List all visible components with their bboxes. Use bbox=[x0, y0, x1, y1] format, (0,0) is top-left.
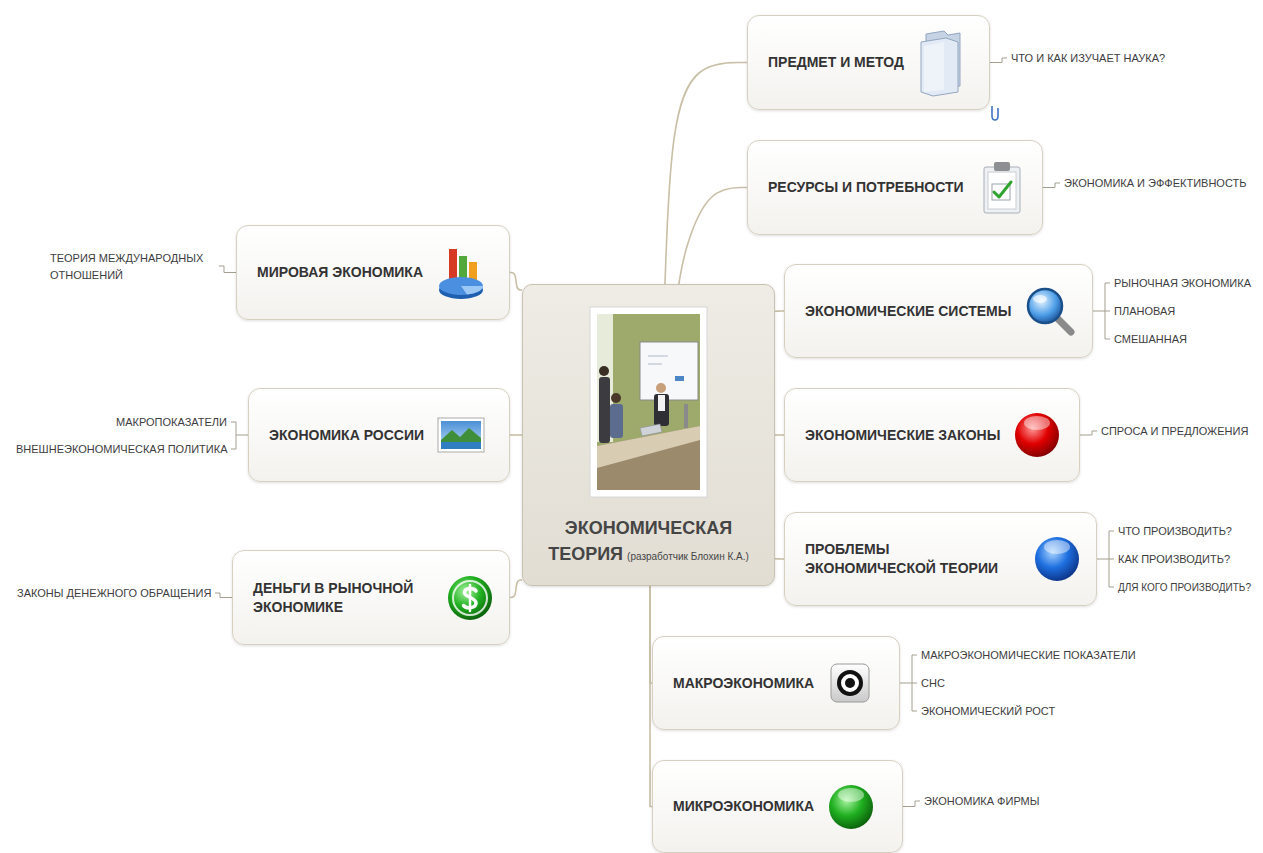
landscape-picture-icon bbox=[438, 418, 484, 452]
dollar-coin-icon bbox=[448, 576, 492, 620]
subtopic-label: МАКРОЭКОНОМИЧЕСКИЕ ПОКАЗАТЕЛИ bbox=[921, 647, 1136, 664]
topic-label: ЭКОНОМИЧЕСКИЕ СИСТЕМЫ bbox=[805, 302, 1011, 321]
subtopic-label: ДЛЯ КОГО ПРОИЗВОДИТЬ? bbox=[1118, 580, 1251, 595]
branch-connector bbox=[775, 558, 784, 560]
topic-label: МАКРОЭКОНОМИКА bbox=[673, 674, 814, 693]
subtopic-label: СПРОСА И ПРЕДЛОЖЕНИЯ bbox=[1101, 423, 1248, 440]
subtopic-label: ЗАКОНЫ ДЕНЕЖНОГО ОБРАЩЕНИЯ bbox=[17, 585, 211, 602]
branch-connector bbox=[665, 63, 747, 285]
leader-line bbox=[1043, 183, 1060, 188]
leader-line bbox=[1093, 283, 1110, 339]
subtopic-label: ЧТО ПРОИЗВОДИТЬ? bbox=[1118, 523, 1232, 540]
green-sphere-icon bbox=[829, 785, 873, 829]
leader-line bbox=[1080, 431, 1097, 435]
leader-line bbox=[219, 266, 236, 273]
leader-lines bbox=[215, 58, 1114, 807]
subtopic-label: СМЕШАННАЯ bbox=[1114, 331, 1187, 348]
topic-label: ПРЕДМЕТ И МЕТОД bbox=[768, 53, 904, 72]
leader-line bbox=[231, 422, 248, 449]
topic-label: МИРОВАЯ ЭКОНОМИКА bbox=[257, 263, 423, 282]
red-sphere-icon bbox=[1015, 413, 1059, 457]
leader-line bbox=[990, 58, 1007, 63]
clipboard-icon bbox=[984, 162, 1020, 213]
author-note: (разработчик Блохин К.А.) bbox=[627, 551, 749, 562]
folder-icon bbox=[921, 31, 998, 120]
topic-label: ДЕНЬГИ В РЫНОЧНОЙ ЭКОНОМИКЕ bbox=[253, 579, 433, 617]
topic-label: РЕСУРСЫ И ПОТРЕБНОСТИ bbox=[768, 178, 964, 197]
subtopic-label: ВНЕШНЕЭКОНОМИЧЕСКАЯ ПОЛИТИКА bbox=[16, 441, 228, 458]
branch-connector bbox=[679, 188, 747, 285]
subtopic-label: ЭКОНОМИЧЕСКИЙ РОСТ bbox=[921, 703, 1055, 720]
leader-line bbox=[1097, 531, 1114, 587]
topic-label: ПРОБЛЕМЫ ЭКОНОМИЧЕСКОЙ ТЕОРИИ bbox=[805, 540, 1020, 578]
branch-connector bbox=[775, 310, 784, 312]
topic-label: ЭКОНОМИЧЕСКИЕ ЗАКОНЫ bbox=[805, 426, 1000, 445]
topic-label: МИКРОЭКОНОМИКА bbox=[673, 797, 814, 816]
subtopic-label: ТЕОРИЯ МЕЖДУНАРОДНЫХ ОТНОШЕНИЙ bbox=[50, 250, 215, 283]
topic-box: МИРОВАЯ ЭКОНОМИКА bbox=[236, 225, 510, 320]
leader-line bbox=[215, 593, 232, 598]
branch-connector bbox=[775, 434, 784, 436]
topic-label: ЭКОНОМИКА РОССИИ bbox=[269, 426, 424, 445]
leader-line bbox=[900, 655, 917, 711]
target-button-icon bbox=[831, 664, 869, 702]
subtopic-label: ЧТО И КАК ИЗУЧАЕТ НАУКА? bbox=[1011, 50, 1165, 67]
blue-sphere-icon bbox=[1035, 537, 1079, 581]
central-title: ЭКОНОМИЧЕСКАЯ ТЕОРИЯ(разработчик Блохин … bbox=[523, 515, 774, 567]
subtopic-label: КАК ПРОИЗВОДИТЬ? bbox=[1118, 551, 1230, 568]
subtopic-label: ПЛАНОВАЯ bbox=[1114, 303, 1175, 320]
central-photo bbox=[590, 307, 707, 497]
subtopic-label: ЭКОНОМИКА ФИРМЫ bbox=[924, 793, 1040, 810]
subtopic-label: РЫНОЧНАЯ ЭКОНОМИКА bbox=[1114, 275, 1251, 292]
magnifier-icon bbox=[1028, 289, 1071, 332]
chart-icon bbox=[439, 249, 483, 299]
branch-connector bbox=[510, 273, 522, 291]
subtopic-label: СНС bbox=[921, 675, 945, 692]
subtopic-label: ЭКОНОМИКА И ЭФФЕКТИВНОСТЬ bbox=[1064, 175, 1246, 192]
branch-connector bbox=[510, 434, 522, 436]
branch-connector bbox=[510, 580, 522, 598]
leader-line bbox=[903, 801, 920, 807]
subtopic-label: МАКРОПОКАЗАТЕЛИ bbox=[116, 414, 227, 431]
